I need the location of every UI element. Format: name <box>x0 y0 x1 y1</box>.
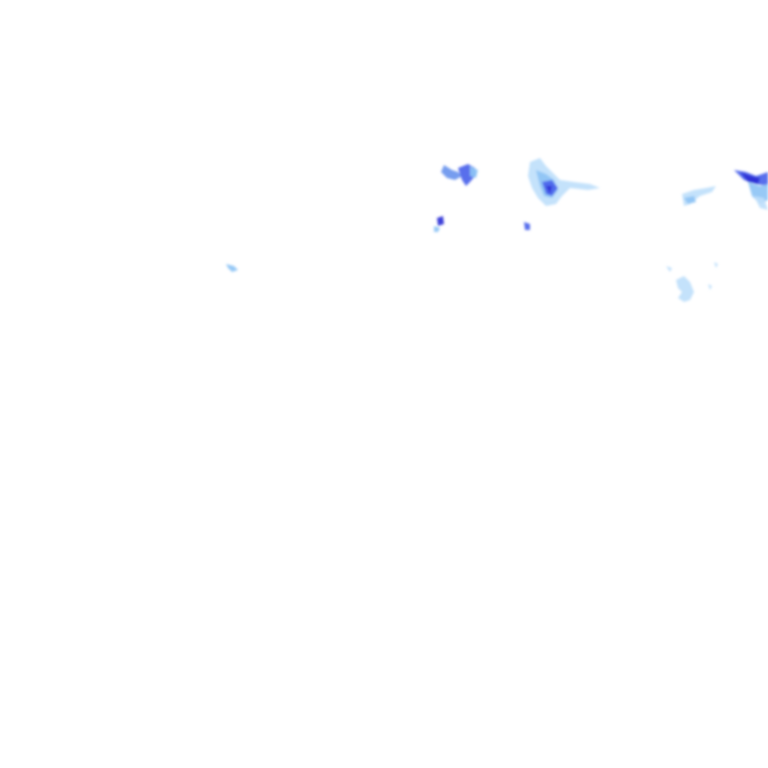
echo-blob-moderate <box>441 165 462 180</box>
echo-blob-intense <box>437 216 444 226</box>
echo-blob-intense <box>546 186 552 194</box>
echo-blob-light_mid <box>470 166 478 178</box>
echo-cell-a <box>441 164 478 186</box>
echo-blob-light <box>676 276 694 302</box>
echo-cell-f <box>524 222 530 230</box>
precipitation-echo-layer <box>226 158 768 302</box>
echo-blob-intense <box>740 172 760 184</box>
echo-blob-light_mid <box>434 226 440 232</box>
echo-cell-b <box>528 158 600 206</box>
echo-cell-d <box>734 170 768 210</box>
echo-blob-light_mid <box>226 264 238 272</box>
echo-blob-light_mid <box>684 196 696 204</box>
echo-cell-e <box>434 216 444 232</box>
echo-cell-h <box>666 262 718 302</box>
echo-cell-g <box>226 264 238 272</box>
echo-cell-c <box>682 186 716 206</box>
echo-blob-heavy <box>524 222 530 230</box>
echo-blob-light <box>708 284 712 290</box>
echo-blob-light <box>754 196 768 210</box>
echo-blob-light <box>666 266 672 272</box>
echo-blob-light <box>714 262 718 268</box>
